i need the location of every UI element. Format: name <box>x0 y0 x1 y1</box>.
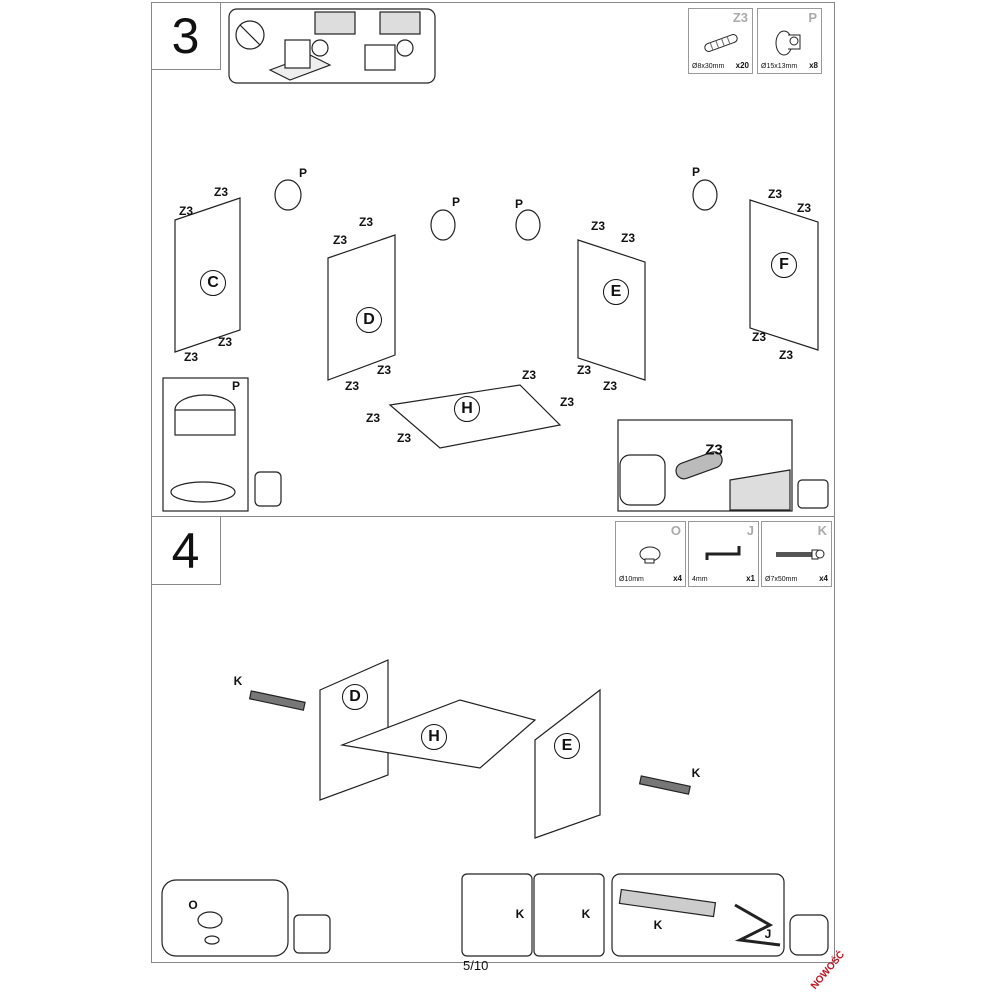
screw-k-right <box>638 775 691 795</box>
label-z3: Z3 <box>213 185 229 199</box>
label-z3: Z3 <box>590 219 606 233</box>
hammer-icon <box>797 479 829 509</box>
step-number-4: 4 <box>151 517 221 585</box>
label-z3: Z3 <box>178 204 194 218</box>
label-z3: Z3 <box>576 363 592 377</box>
part-j: J 4mm x1 <box>688 521 759 587</box>
label-z3: Z3 <box>332 233 348 247</box>
label-z3: Z3 <box>376 363 392 377</box>
label-z3: Z3 <box>358 215 374 229</box>
label-z3: Z3 <box>767 187 783 201</box>
panel-e-label: E <box>603 279 629 305</box>
part-code: P <box>808 10 817 25</box>
step-number-3: 3 <box>151 2 221 70</box>
label-z3: Z3 <box>796 201 812 215</box>
part-qty: x1 <box>746 574 755 583</box>
part-code: Z3 <box>732 10 748 25</box>
part-size: Ø10mm <box>619 576 644 583</box>
label-z3: Z3 <box>217 335 233 349</box>
part-code: K <box>817 523 827 538</box>
part-qty: x8 <box>809 61 818 70</box>
panel-d-label: D <box>342 684 368 710</box>
part-k: K Ø7x50mm x4 <box>761 521 832 587</box>
cap-detail-box <box>161 879 289 957</box>
label-o: O <box>188 898 198 912</box>
hand-press-icon-2 <box>293 914 331 954</box>
inset-label-z3: Z3 <box>705 441 723 459</box>
label-p: P <box>691 165 701 179</box>
instruction-frame <box>151 2 835 963</box>
smile-icon <box>311 39 329 57</box>
label-z3: Z3 <box>751 330 767 344</box>
panel-e <box>577 239 646 381</box>
panel-e-4 <box>534 688 601 839</box>
label-p: P <box>298 166 308 180</box>
rotate-icon <box>789 914 829 956</box>
wrong-depth-box <box>461 873 533 957</box>
page-number: 5/10 <box>463 958 489 973</box>
label-z3: Z3 <box>559 395 575 409</box>
part-size: Ø7x50mm <box>765 576 798 583</box>
part-code: O <box>670 523 681 538</box>
part-size: Ø8x30mm <box>692 63 725 70</box>
label-p: P <box>451 195 461 209</box>
label-k: K <box>581 907 591 921</box>
cam-lock-icon <box>775 30 801 56</box>
cam-lock-icon <box>274 179 718 241</box>
cap-icon <box>639 546 661 564</box>
label-z3: Z3 <box>183 350 199 364</box>
label-z3: Z3 <box>620 231 636 245</box>
panel-h-label: H <box>454 396 480 422</box>
part-o: O Ø10mm x4 <box>615 521 686 587</box>
label-z3: Z3 <box>521 368 537 382</box>
sad-icon <box>396 39 414 57</box>
part-code: J <box>746 523 754 538</box>
dowel-icon <box>704 34 738 52</box>
step-divider <box>151 516 835 517</box>
panel-h-label: H <box>421 724 447 750</box>
label-z3: Z3 <box>602 379 618 393</box>
screw-k-left <box>248 690 306 711</box>
panel-d-label: D <box>356 307 382 333</box>
label-k: K <box>653 918 663 932</box>
panel-c-label: C <box>200 270 226 296</box>
label-p: P <box>514 197 524 211</box>
hand-press-icon <box>254 471 282 507</box>
allen-key-icon <box>705 546 741 560</box>
panel-f-label: F <box>771 252 797 278</box>
label-k: K <box>515 907 525 921</box>
part-qty: x4 <box>673 574 682 583</box>
label-j: J <box>764 927 772 941</box>
label-z3: Z3 <box>778 348 794 362</box>
label-z3: Z3 <box>365 411 381 425</box>
glove-icon <box>619 454 666 506</box>
screw-icon <box>776 549 825 560</box>
part-qty: x20 <box>735 61 749 70</box>
correct-depth-box <box>533 873 605 957</box>
label-z3: Z3 <box>344 379 360 393</box>
panel-e-label: E <box>554 733 580 759</box>
part-qty: x4 <box>819 574 828 583</box>
inset-label-p: P <box>231 379 241 393</box>
label-k: K <box>691 766 701 780</box>
part-size: Ø15x13mm <box>761 63 798 70</box>
part-z3: Z3 Ø8x30mm x20 <box>688 8 753 74</box>
panel-d <box>327 234 396 381</box>
part-size: 4mm <box>692 576 708 583</box>
label-z3: Z3 <box>396 431 412 445</box>
part-p: P Ø15x13mm x8 <box>757 8 822 74</box>
label-k: K <box>233 674 243 688</box>
panel-d-4 <box>319 659 389 801</box>
